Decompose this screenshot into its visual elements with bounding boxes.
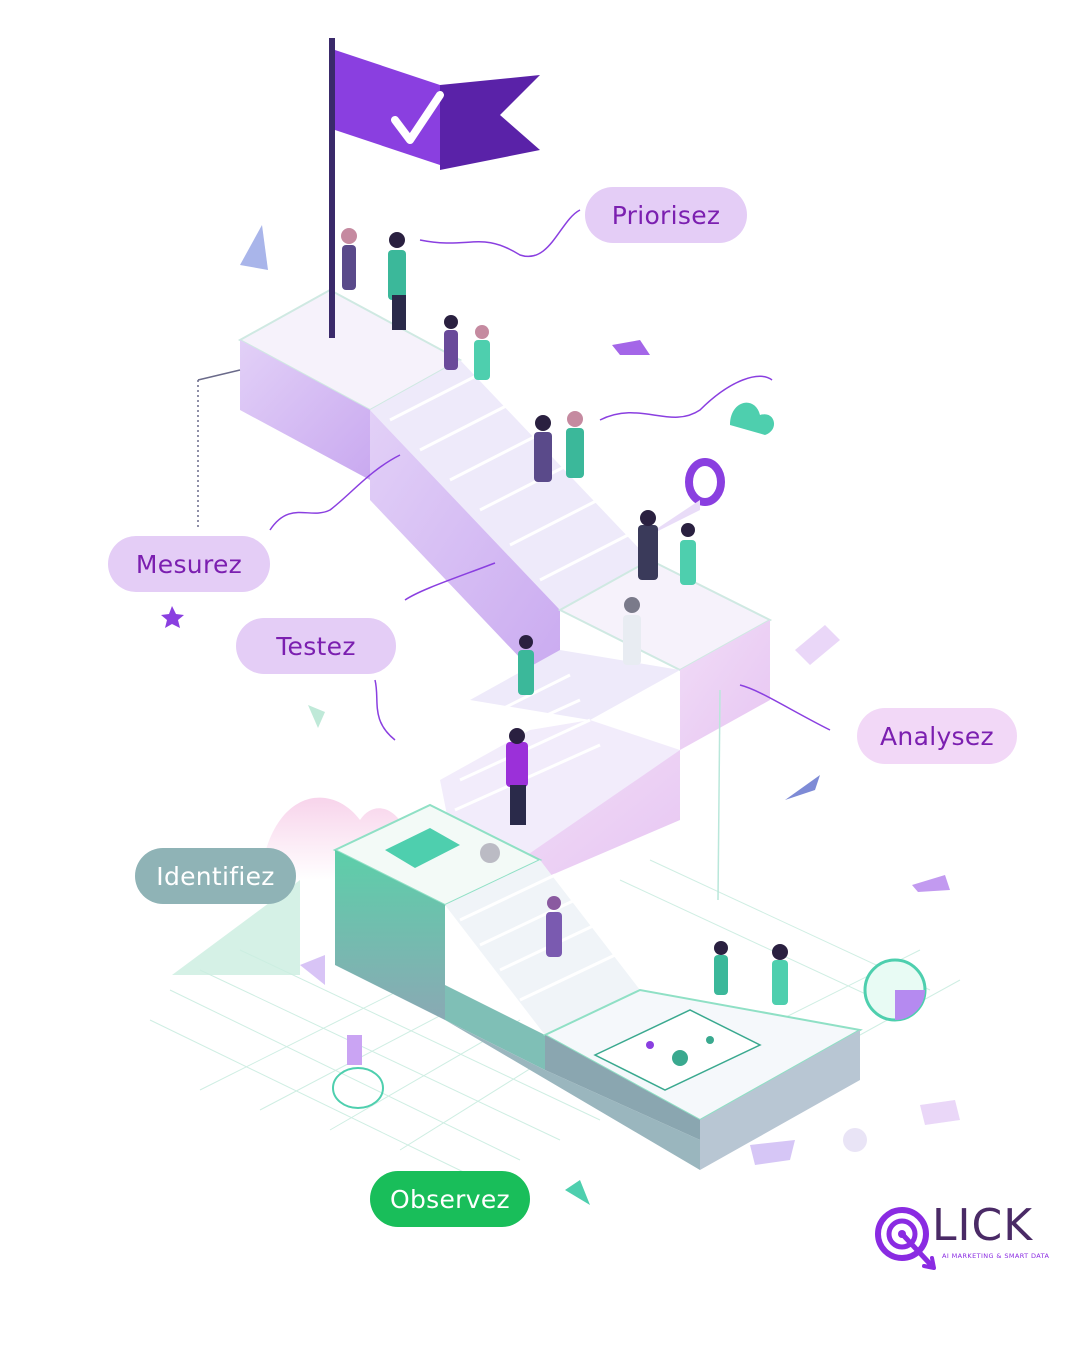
decor [161, 225, 960, 1205]
flag [329, 38, 540, 338]
label-observez: Observez [370, 1171, 530, 1227]
target-arrow-icon [875, 1207, 936, 1270]
lower-stairs [440, 650, 680, 880]
base-platform [332, 803, 863, 1170]
qlick-logo: LICK AI MARKETING & SMART DATA [872, 1200, 1052, 1280]
people [341, 228, 788, 1005]
cloud-shape [730, 402, 775, 435]
logo-tagline: AI MARKETING & SMART DATA [942, 1252, 1050, 1260]
label-analysez: Analysez [857, 708, 1017, 764]
label-testez: Testez [236, 618, 396, 674]
label-identifiez: Identifiez [135, 848, 296, 904]
floor-grid [149, 859, 961, 1181]
label-mesurez: Mesurez [108, 536, 270, 592]
label-priorisez: Priorisez [585, 187, 747, 243]
connector-lines [197, 209, 831, 901]
upper-stairs [370, 360, 650, 700]
logo-wordmark: LICK [932, 1200, 1034, 1251]
